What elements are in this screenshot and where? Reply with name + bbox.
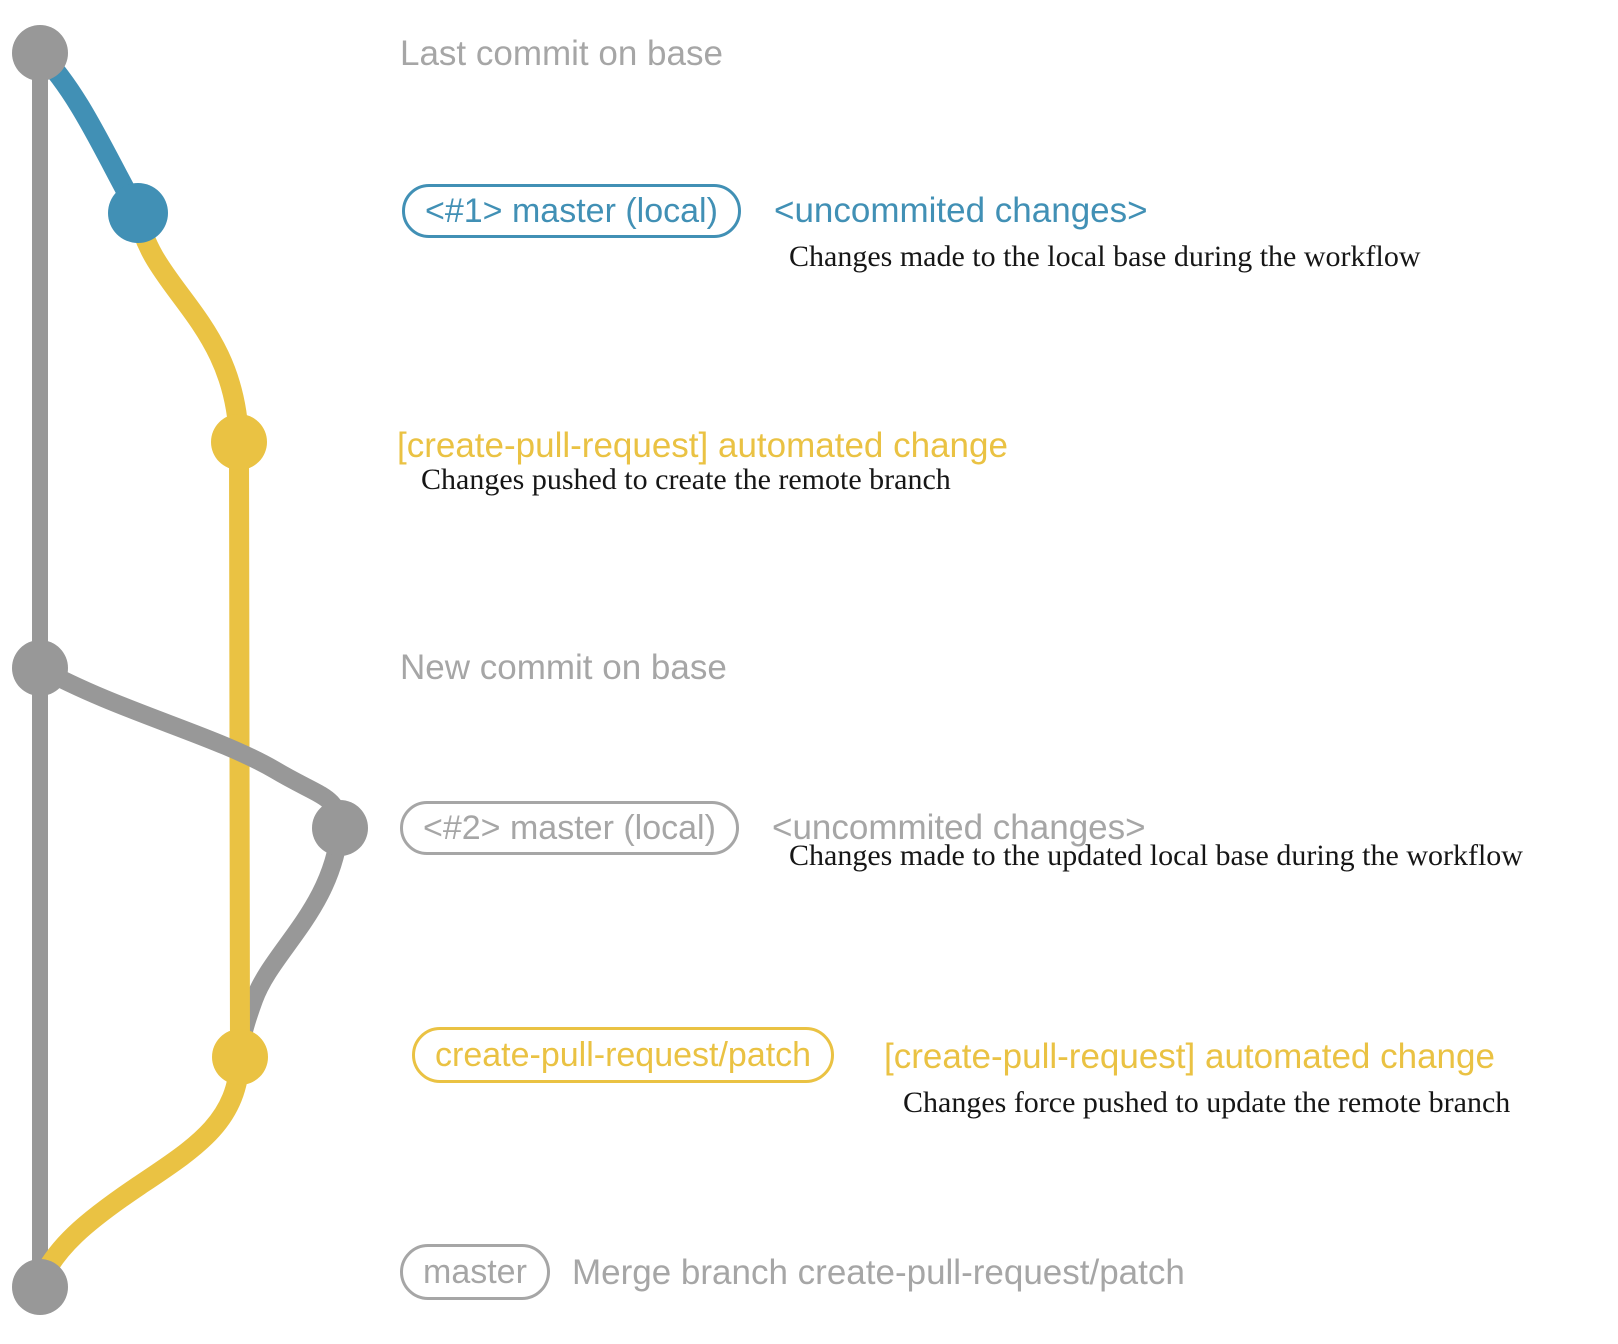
branch-curve-patch-merge — [30, 1047, 250, 1293]
label-merge-branch: Merge branch create-pull-request/patch — [572, 1253, 1185, 1292]
label-last-commit-on-base: Last commit on base — [400, 34, 723, 73]
branch-line-patch — [128, 203, 250, 1067]
branch-badge-master-local-1: <#1> master (local) — [402, 184, 741, 238]
commit-dot-patch-1 — [211, 414, 267, 470]
description-local-base-changes-1: Changes made to the local base during th… — [789, 240, 1421, 273]
label-uncommited-changes-1: <uncommited changes> — [774, 191, 1148, 230]
label-automated-change-1: [create-pull-request] automated change — [397, 426, 1008, 465]
description-force-push-remote-branch: Changes force pushed to update the remot… — [903, 1086, 1511, 1119]
commit-dot-last-base — [12, 25, 68, 81]
commit-dot-local-2 — [312, 800, 368, 856]
commit-dot-new-base — [12, 640, 68, 696]
branch-badge-master-local-2: <#2> master (local) — [400, 801, 739, 855]
description-push-create-remote-branch: Changes pushed to create the remote bran… — [421, 463, 951, 496]
branch-badge-create-pull-request-patch: create-pull-request/patch — [412, 1027, 835, 1083]
label-uncommited-changes-2: <uncommited changes> — [772, 808, 1146, 847]
description-local-base-changes-2: Changes made to the updated local base d… — [789, 839, 1523, 872]
branch-curve-local-2-to-patch — [231, 819, 349, 1066]
commit-dot-merge — [12, 1259, 68, 1315]
branch-curve-base-to-local-2 — [31, 659, 349, 837]
label-automated-change-2: [create-pull-request] automated change — [884, 1037, 1495, 1076]
label-new-commit-on-base: New commit on base — [400, 648, 727, 687]
commit-dot-local-1 — [108, 183, 168, 243]
commit-dot-patch-2 — [212, 1029, 268, 1085]
branch-badge-master: master — [400, 1244, 550, 1300]
